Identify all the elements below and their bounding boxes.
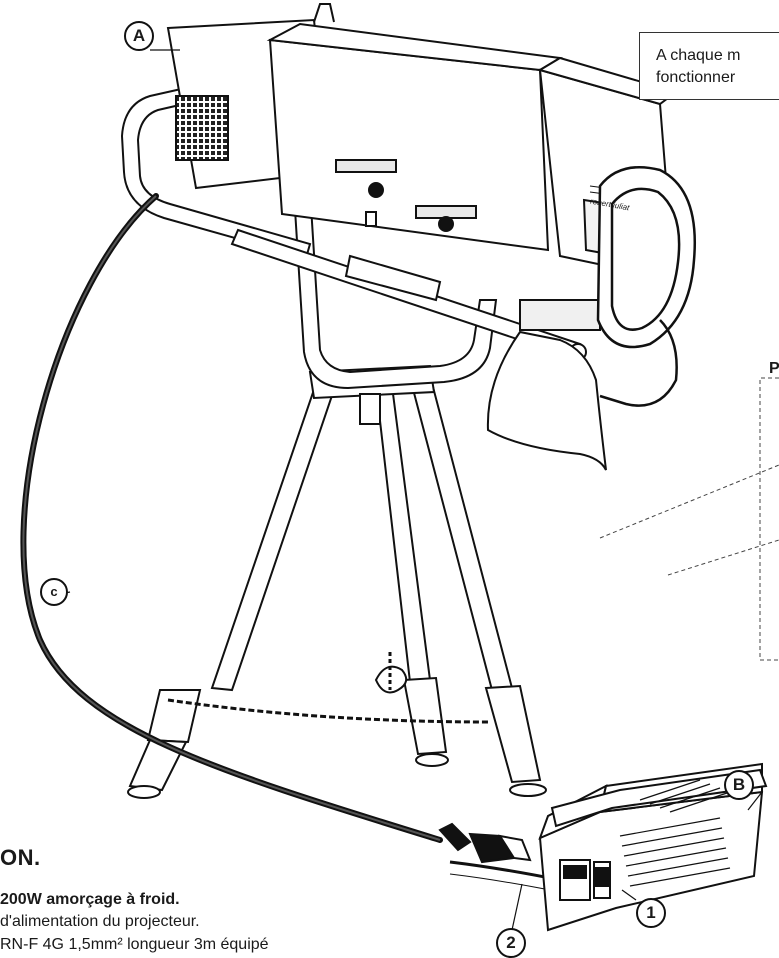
callout-a: A bbox=[124, 21, 154, 51]
section-line-2: d'alimentation du projecteur. bbox=[0, 913, 200, 930]
section-line-3: RN-F 4G 1,5mm² longueur 3m équipé bbox=[0, 936, 269, 953]
gel-sheet bbox=[486, 330, 607, 471]
tripod-stand bbox=[127, 364, 547, 799]
warning-notice-box: A chaque m fonctionner bbox=[639, 32, 779, 100]
callout-c: c bbox=[40, 578, 68, 606]
callout-1: 1 bbox=[636, 898, 666, 928]
callout-b: B bbox=[724, 770, 754, 800]
cable-connector bbox=[438, 822, 532, 864]
notice-line-1: A chaque m bbox=[656, 47, 741, 64]
notice-line-2: fonctionner bbox=[656, 69, 736, 86]
top-handle bbox=[313, 3, 335, 23]
detail-connector-lines bbox=[599, 377, 779, 661]
projector-body bbox=[166, 18, 679, 331]
callout-2: 2 bbox=[496, 928, 526, 958]
power-cable-inner bbox=[22, 195, 441, 841]
section-line-1: 200W amorçage à froid. bbox=[0, 891, 180, 908]
tripod-chain bbox=[167, 698, 489, 724]
section-heading: ON. bbox=[0, 845, 41, 870]
front-lens-ring bbox=[596, 166, 696, 407]
detail-label-p: P bbox=[769, 360, 779, 377]
